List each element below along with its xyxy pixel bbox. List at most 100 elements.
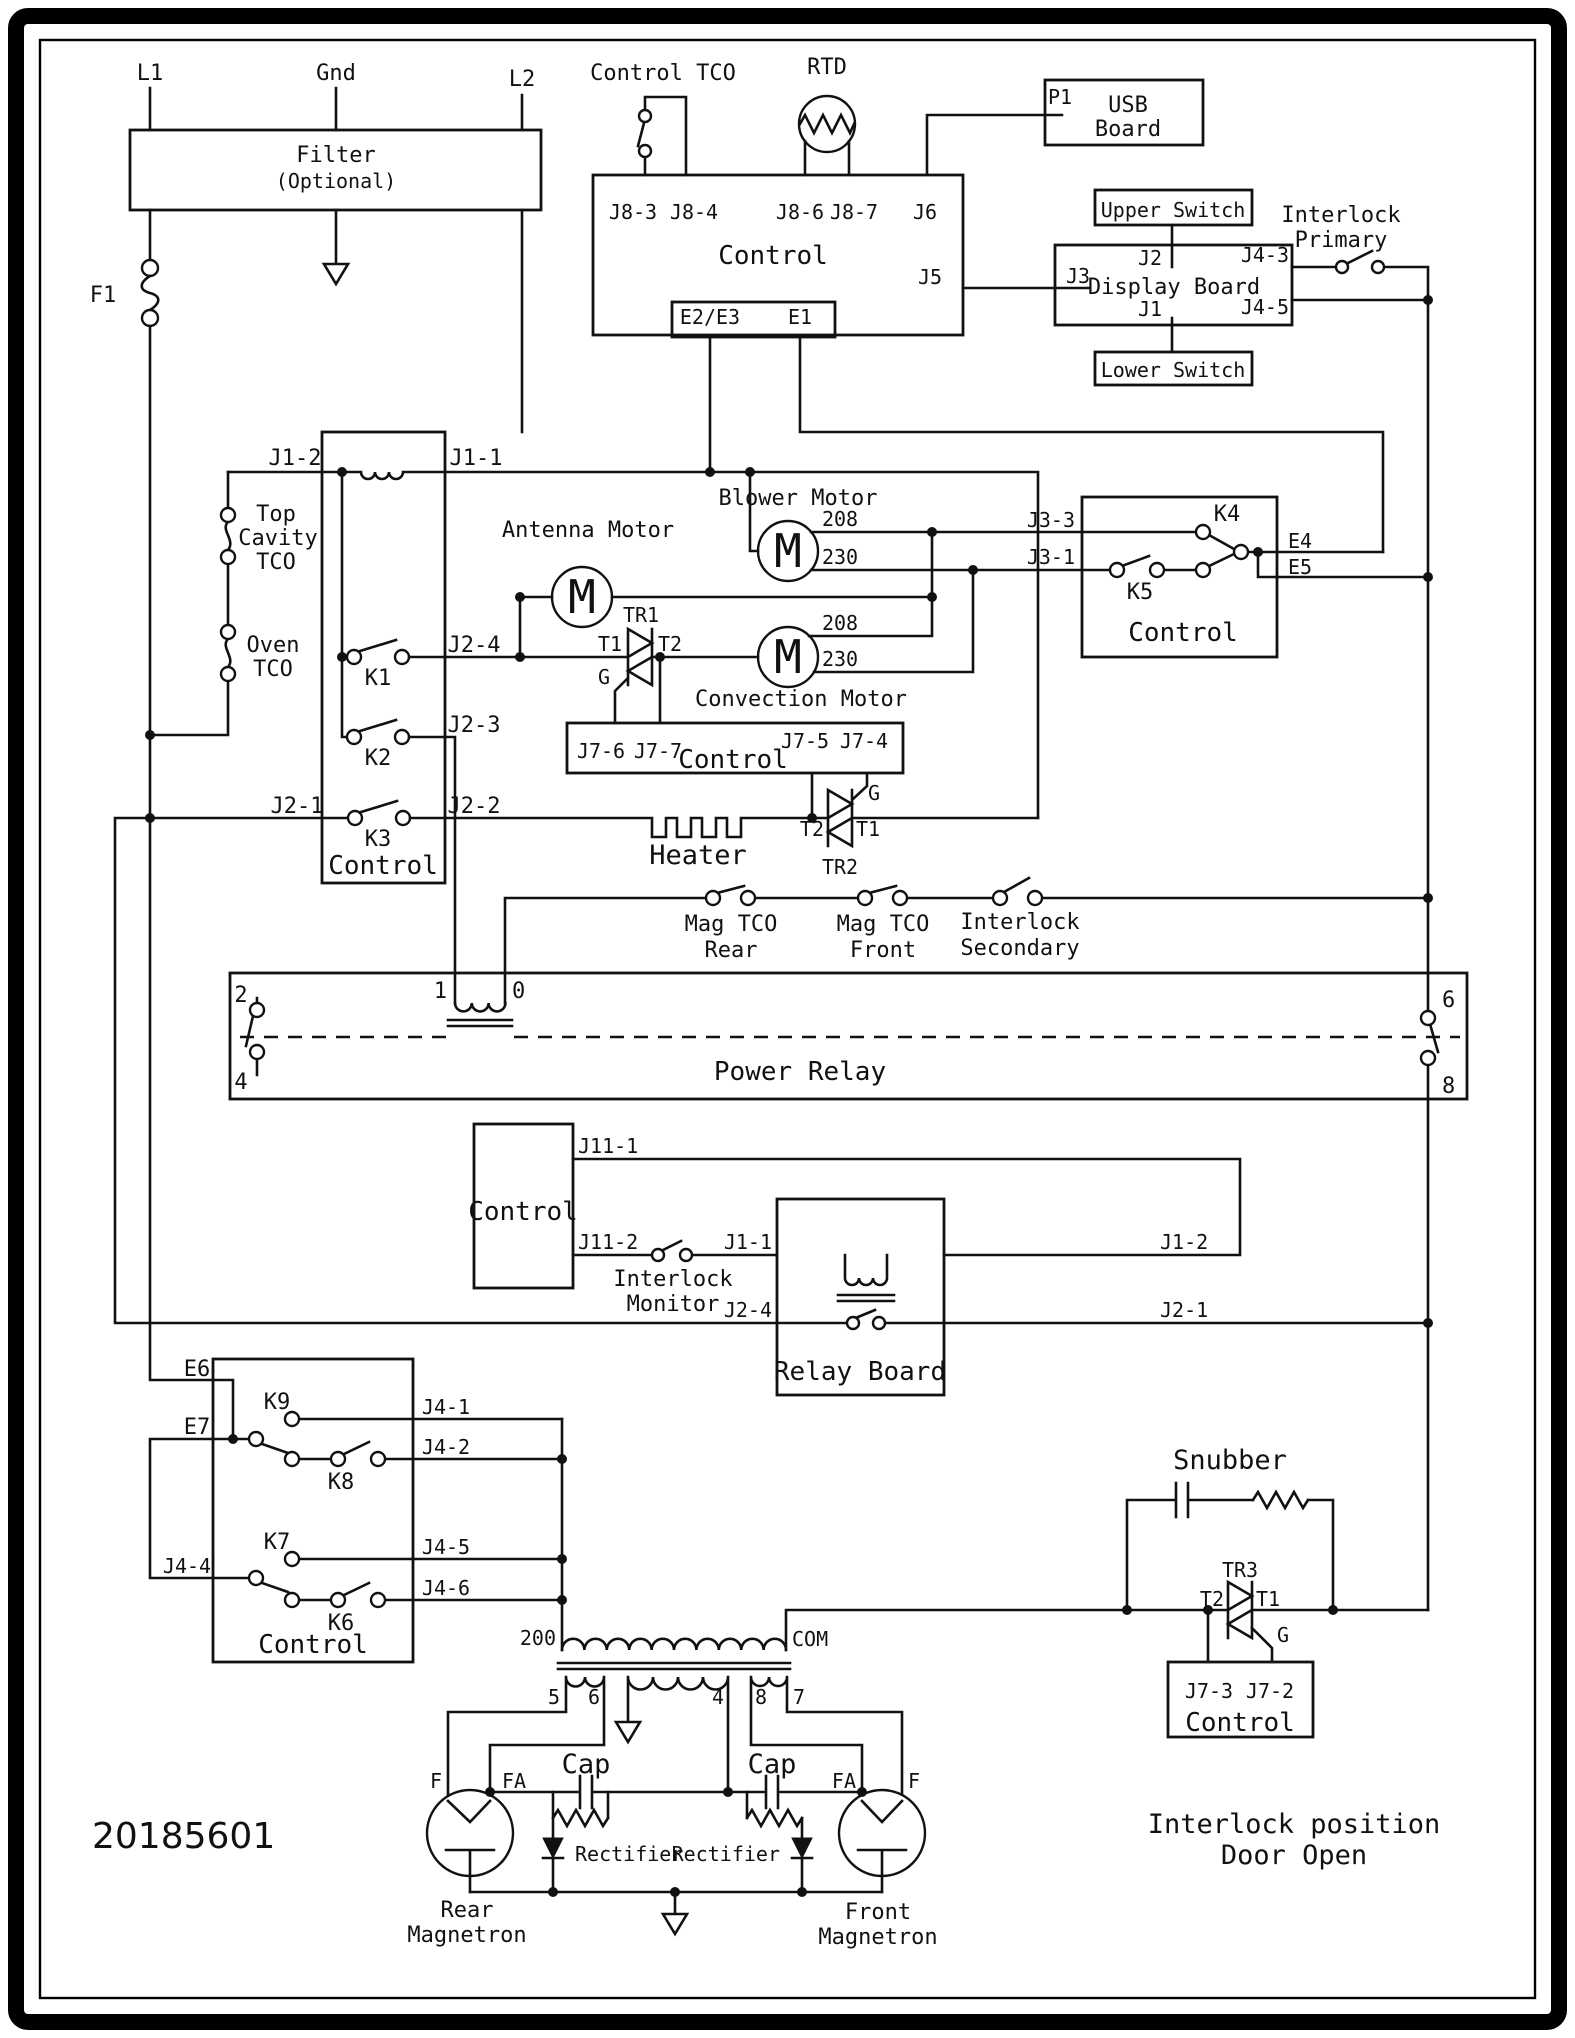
- caption-line2: Door Open: [1221, 1840, 1367, 1871]
- filament-winding-rear: [446, 1675, 606, 1803]
- pin-j7-4: J7-4: [840, 729, 888, 753]
- display-board-label: Display Board: [1088, 275, 1260, 300]
- control-tr3: J7-3 J7-2 Control: [1166, 1660, 1315, 1739]
- interlock-primary-label2: Primary: [1295, 228, 1388, 253]
- mag-tco-rear-2: Rear: [705, 938, 758, 963]
- hv-winding: [626, 1675, 730, 1794]
- control-k45: Control K4 K5 J3-3 J3-1 E4 E5: [930, 495, 1430, 659]
- cap-rear-label: Cap: [562, 1749, 611, 1780]
- e1-wire: [798, 335, 1385, 554]
- front-magnetron: FA F Front Magnetron: [818, 1769, 937, 1950]
- triac-tr2: TR2 T2 T1 G: [800, 781, 880, 879]
- conv-208: 208: [822, 611, 858, 635]
- conv-230: 230: [822, 647, 858, 671]
- rtd-label: RTD: [807, 55, 847, 80]
- label-l1: L1: [137, 61, 164, 86]
- filter-optional-label: (Optional): [276, 169, 396, 193]
- blower-208: 208: [822, 507, 858, 531]
- caption-line1: Interlock position: [1148, 1809, 1441, 1840]
- blower-motor: M Blower Motor 208 230: [719, 470, 975, 583]
- snubber-label: Snubber: [1173, 1445, 1287, 1476]
- usb-board: P1 USB Board: [1043, 78, 1205, 147]
- mag-tco-rear-1: Mag TCO: [685, 912, 778, 937]
- tr2-t1: T1: [856, 817, 880, 841]
- pin-f-front: F: [908, 1769, 920, 1793]
- ground-icon: [613, 1720, 643, 1745]
- pin-j4-1: J4-1: [422, 1395, 470, 1419]
- k7-label: K7: [264, 1530, 291, 1555]
- tr3-t1: T1: [1256, 1587, 1280, 1611]
- k3-label: K3: [365, 827, 392, 852]
- blower-motor-label: Blower Motor: [719, 486, 878, 511]
- pin-j4-2: J4-2: [422, 1435, 470, 1459]
- interlock-primary-switch: Interlock Primary: [1281, 203, 1430, 302]
- pin-j7-7: J7-7: [634, 739, 682, 763]
- pin-j3: J3: [1066, 264, 1090, 288]
- tr3-label: TR3: [1222, 1558, 1258, 1582]
- oven-tco-2: TCO: [253, 657, 293, 682]
- pin-e1: E1: [788, 305, 812, 329]
- control-tr3-title: Control: [1185, 1708, 1295, 1738]
- pin-j11-1: J11-1: [578, 1134, 638, 1158]
- pin-j4-6: J4-6: [422, 1576, 470, 1600]
- junction-dots: [145, 295, 1433, 1897]
- control-k69-title: Control: [258, 1630, 368, 1660]
- oven-tco-1: Oven: [247, 633, 300, 658]
- k6-label: K6: [328, 1611, 355, 1636]
- upper-switch-box: [1093, 188, 1254, 227]
- pin-j8-6: J8-6: [776, 200, 824, 224]
- power-relay-label: Power Relay: [714, 1057, 886, 1087]
- cap-front-label: Cap: [748, 1749, 797, 1780]
- pr-coil: [446, 1001, 514, 1028]
- fuse-f1-icon: [140, 274, 160, 312]
- mains-filter: L1 Gnd L2 Filter (Optional) F1: [90, 61, 543, 1441]
- pin-j3-1: J3-1: [1027, 545, 1075, 569]
- rectifier-front-label: Rectifier: [672, 1842, 780, 1866]
- antenna-motor: M Antenna Motor: [502, 518, 934, 659]
- mag-tco-front-2: Front: [850, 938, 916, 963]
- pin-rb-j1-2: J1-2: [1160, 1230, 1208, 1254]
- control-title: Control: [718, 241, 828, 271]
- pin-j1-2: J1-2: [269, 446, 322, 471]
- pin-j6: J6: [913, 200, 937, 224]
- control-tco-label: Control TCO: [590, 61, 736, 86]
- control-k45-title: Control: [1128, 618, 1238, 648]
- heater-label: Heater: [649, 840, 747, 871]
- pin-j2-2: J2-2: [448, 794, 501, 819]
- pin-fa-front: FA: [832, 1769, 856, 1793]
- pin-e7: E7: [184, 1415, 211, 1440]
- pr-pin-0: 0: [512, 979, 525, 1004]
- pin-j7-3: J7-3: [1185, 1679, 1233, 1703]
- pin-8b: 8: [755, 1685, 767, 1709]
- pin-f-rear: F: [430, 1769, 442, 1793]
- pin-j3-3: J3-3: [1027, 508, 1075, 532]
- interlock-secondary-2: Secondary: [960, 936, 1079, 961]
- pin-j4-5: J4-5: [1241, 295, 1289, 319]
- pin-j4-4: J4-4: [163, 1554, 211, 1578]
- ground-icon: [321, 262, 351, 287]
- label-gnd: Gnd: [316, 61, 356, 86]
- top-cavity-tco-2: Cavity: [238, 526, 317, 551]
- inner-frame: [38, 38, 1537, 2000]
- k2-label: K2: [365, 746, 392, 771]
- front-magnetron-2: Magnetron: [818, 1925, 937, 1950]
- k1-label: K1: [365, 666, 392, 691]
- pin-200: 200: [520, 1626, 556, 1650]
- pin-j2-1: J2-1: [271, 794, 324, 819]
- heater-icon: [408, 816, 1040, 839]
- pin-j8-4: J8-4: [670, 200, 718, 224]
- hv-transformer: 200 COM 5 6 4 8 7: [446, 1417, 1430, 1803]
- pr-pin-4: 4: [234, 1070, 247, 1095]
- left-bus-l1: [148, 324, 235, 1441]
- tr1-label: TR1: [623, 603, 659, 627]
- lower-switch-label: Lower Switch: [1101, 358, 1246, 382]
- display-board-box: [1053, 243, 1294, 327]
- pin-j5: J5: [918, 265, 942, 289]
- control-k123: Control J1-2 J1-1 K1 J2-4 K2 J2-3 K3 J2-…: [113, 430, 1040, 1325]
- lower-switch-box: [1093, 350, 1254, 387]
- rectifier-rear-icon: [542, 1837, 564, 1860]
- pin-e2e3: E2/E3: [680, 305, 740, 329]
- pin-j2: J2: [1138, 246, 1162, 270]
